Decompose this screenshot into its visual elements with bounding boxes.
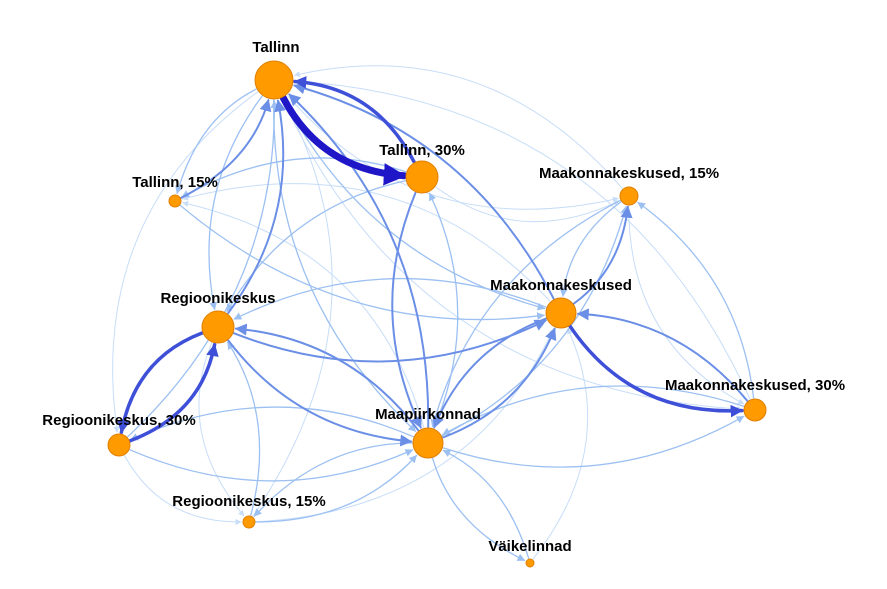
- node-tallinn[interactable]: [254, 60, 294, 100]
- node-vaike[interactable]: [525, 558, 535, 568]
- node-label-tallinn30: Tallinn, 30%: [379, 142, 465, 159]
- edge-maapiir-to-tallinn15: [182, 201, 425, 429]
- edge-regioon30-to-regioon15: [124, 455, 242, 526]
- node-label-maak: Maakonnakeskused: [490, 277, 632, 294]
- edge-regioon30-to-tallinn: [127, 100, 279, 438]
- edge-maapiir-to-maak30: [442, 415, 745, 468]
- edge-tallinn-to-maapiir: [273, 99, 417, 432]
- node-label-regioon: Regioonikeskus: [160, 290, 275, 307]
- edge-tallinn-to-maak30: [281, 97, 743, 412]
- node-label-tallinn15: Tallinn, 15%: [132, 174, 218, 191]
- edge-tallinn15-to-tallinn: [180, 99, 272, 199]
- edge-maapiir-to-maak15: [441, 205, 628, 437]
- edge-maak-to-regioon: [233, 277, 547, 320]
- node-label-maak30: Maakonnakeskused, 30%: [665, 377, 845, 394]
- node-regioon30[interactable]: [107, 433, 131, 457]
- edge-tallinn15-to-maak: [179, 204, 545, 321]
- edge-regioon30-to-regioon: [128, 342, 219, 443]
- edge-maapiir-to-vaike: [431, 457, 526, 562]
- edge-regioon-to-regioon15: [198, 342, 245, 517]
- edge-maak30-to-maak: [576, 308, 749, 402]
- edge-maak-to-maak15: [572, 205, 633, 305]
- node-label-tallinn: Tallinn: [252, 39, 299, 56]
- edge-maak15-to-maapiir: [430, 199, 621, 428]
- edge-vaike-to-maapiir: [442, 449, 530, 559]
- edge-regioon15-to-maapiir: [255, 454, 418, 523]
- edge-maak-to-maapiir: [432, 317, 547, 429]
- edge-regioon30-to-maapiir: [129, 449, 414, 482]
- edge-regioon15-to-regioon: [227, 341, 261, 516]
- edge-maak15-to-maak30: [628, 205, 745, 405]
- node-label-regioon15: Regioonikeskus, 15%: [172, 493, 325, 510]
- edge-tallinn-to-regioon: [208, 95, 263, 311]
- edge-maapiir-to-tallinn: [288, 93, 430, 428]
- edge-maapiir-to-regioon15: [253, 442, 413, 517]
- edge-regioon-to-tallinn: [227, 99, 286, 315]
- edge-maapiir-to-regioon30: [130, 406, 414, 441]
- edge-regioon-to-maapiir: [227, 339, 413, 447]
- edge-maak30-to-maapiir: [442, 385, 745, 436]
- node-label-vaike: Väikelinnad: [488, 538, 571, 555]
- node-maak30[interactable]: [743, 398, 767, 422]
- edge-regioon-to-maak: [232, 319, 547, 363]
- edge-maak15-to-maak: [559, 201, 622, 297]
- nodes-layer: [107, 60, 767, 568]
- node-tallinn15[interactable]: [168, 194, 182, 208]
- edges-layer: [112, 65, 755, 562]
- node-label-maapiir: Maapiirkonnad: [375, 406, 481, 423]
- edge-tallinn-to-regioon30: [112, 91, 259, 433]
- node-label-maak15: Maakonnakeskused, 15%: [539, 165, 719, 182]
- edge-regioon-to-regioon30: [117, 331, 204, 434]
- edge-tallinn30-to-tallinn15: [181, 157, 407, 198]
- edge-maak15-to-tallinn: [293, 65, 623, 189]
- edge-regioon15-to-tallinn: [252, 98, 333, 517]
- edge-tallinn30-to-maak15: [435, 186, 620, 223]
- edge-maak30-to-tallinn: [294, 78, 751, 400]
- edge-maak30-to-maak15: [637, 201, 755, 399]
- node-maak15[interactable]: [619, 186, 639, 206]
- node-tallinn30[interactable]: [405, 160, 439, 194]
- node-maapiir[interactable]: [412, 427, 444, 459]
- edge-maak-to-maak30: [568, 324, 744, 418]
- node-regioon[interactable]: [201, 310, 235, 344]
- edge-tallinn30-to-maapiir: [391, 191, 422, 429]
- edge-maapiir-to-tallinn30: [428, 192, 459, 429]
- edge-tallinn-to-tallinn30: [279, 94, 408, 186]
- edge-tallinn30-to-tallinn: [293, 76, 416, 164]
- edge-maapiir-to-maak: [442, 327, 557, 439]
- edge-tallinn-to-tallinn15: [175, 88, 257, 195]
- node-maak[interactable]: [545, 297, 577, 329]
- node-regioon15[interactable]: [242, 515, 256, 529]
- edge-vaike-to-maak: [532, 327, 589, 560]
- node-label-regioon30: Regioonikeskus, 30%: [42, 412, 195, 429]
- edge-maak-to-tallinn15: [182, 183, 551, 302]
- edge-maak-to-tallinn: [293, 82, 555, 300]
- edge-tallinn30-to-regioon: [226, 180, 407, 313]
